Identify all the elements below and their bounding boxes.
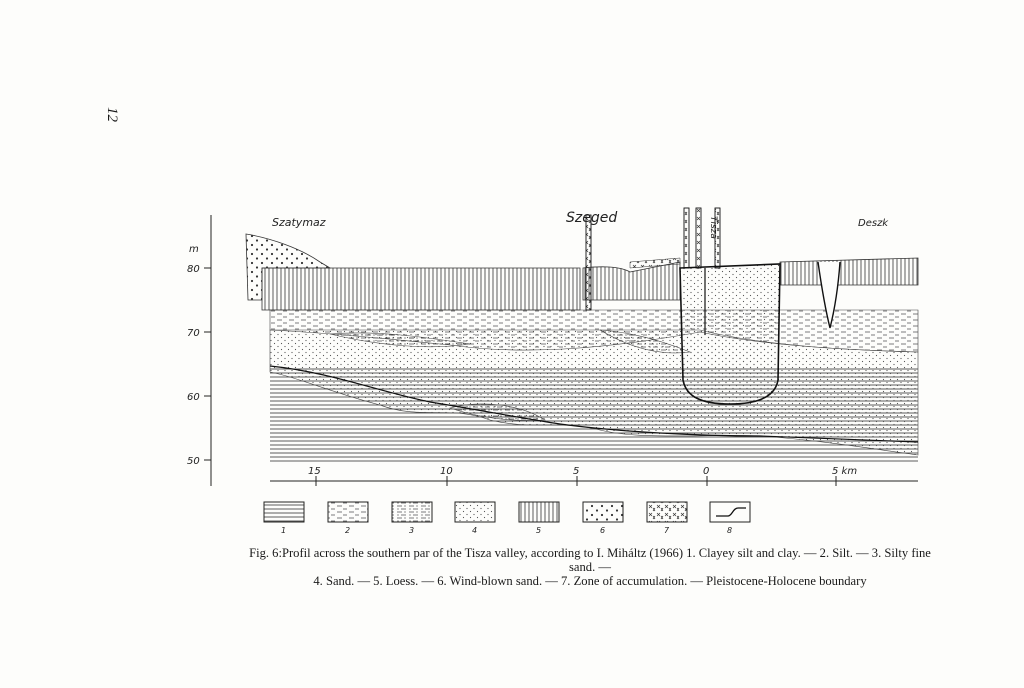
x-tick-label: 15 [308, 466, 321, 477]
legend-swatch [263, 501, 305, 523]
figure-caption: Fig. 6:Profil across the southern par of… [240, 546, 940, 588]
place-label-szeged: Szeged [566, 210, 617, 226]
cross-section [245, 207, 919, 462]
legend-swatch [709, 501, 751, 523]
legend-number: 7 [664, 526, 670, 535]
x-tick-label: 0 [703, 466, 709, 477]
legend-number: 4 [472, 526, 477, 535]
legend-number: 3 [409, 526, 414, 535]
legend-swatch [518, 501, 560, 523]
x-tick-label: 10 [440, 466, 453, 477]
x-tick-label: 5 km [832, 466, 857, 477]
place-label-szatymaz: Szatymaz [272, 216, 326, 229]
y-axis-unit: m [189, 244, 199, 255]
place-label-deszk: Deszk [858, 218, 889, 229]
borehole [695, 207, 702, 269]
y-tick-label: 70 [187, 328, 200, 339]
layer-wind-blown-sand [245, 233, 332, 301]
x-axis: 15 10 5 0 5 km [270, 466, 918, 486]
legend-number: 8 [727, 526, 732, 535]
borehole [585, 214, 592, 311]
legend: 1 2 3 4 5 6 7 8 [263, 501, 751, 535]
legend-number: 1 [281, 526, 286, 535]
x-tick-label: 5 [573, 466, 579, 477]
pleistocene-holocene-boundary [269, 365, 919, 443]
layer-loess [261, 267, 581, 311]
legend-number: 2 [345, 526, 350, 535]
y-tick-label: 50 [187, 456, 200, 467]
y-tick-label: 60 [187, 392, 200, 403]
legend-swatch [327, 501, 369, 523]
tisza-channel [679, 263, 781, 405]
legend-number: 6 [600, 526, 605, 535]
legend-swatch [582, 501, 624, 523]
layer-silty-fine-sand [448, 403, 546, 421]
zone-of-accumulation [629, 257, 681, 269]
y-axis: m 80 70 60 50 [187, 215, 212, 486]
caption-line: Fig. 6:Profil across the southern par of… [249, 546, 931, 574]
layer-loess [779, 257, 919, 286]
caption-line: 4. Sand. — 5. Loess. — 6. Wind-blown san… [313, 574, 867, 588]
legend-swatch [646, 501, 688, 523]
borehole [714, 207, 721, 269]
legend-number: 5 [536, 526, 541, 535]
legend-swatch [391, 501, 433, 523]
borehole [683, 207, 690, 269]
legend-boundary-line [716, 507, 746, 517]
layer-silty-fine-sand [329, 332, 471, 348]
y-tick-label: 80 [187, 264, 200, 275]
place-label-tisza: Tisza [708, 216, 718, 239]
legend-swatch [454, 501, 496, 523]
minor-channel [817, 261, 841, 329]
